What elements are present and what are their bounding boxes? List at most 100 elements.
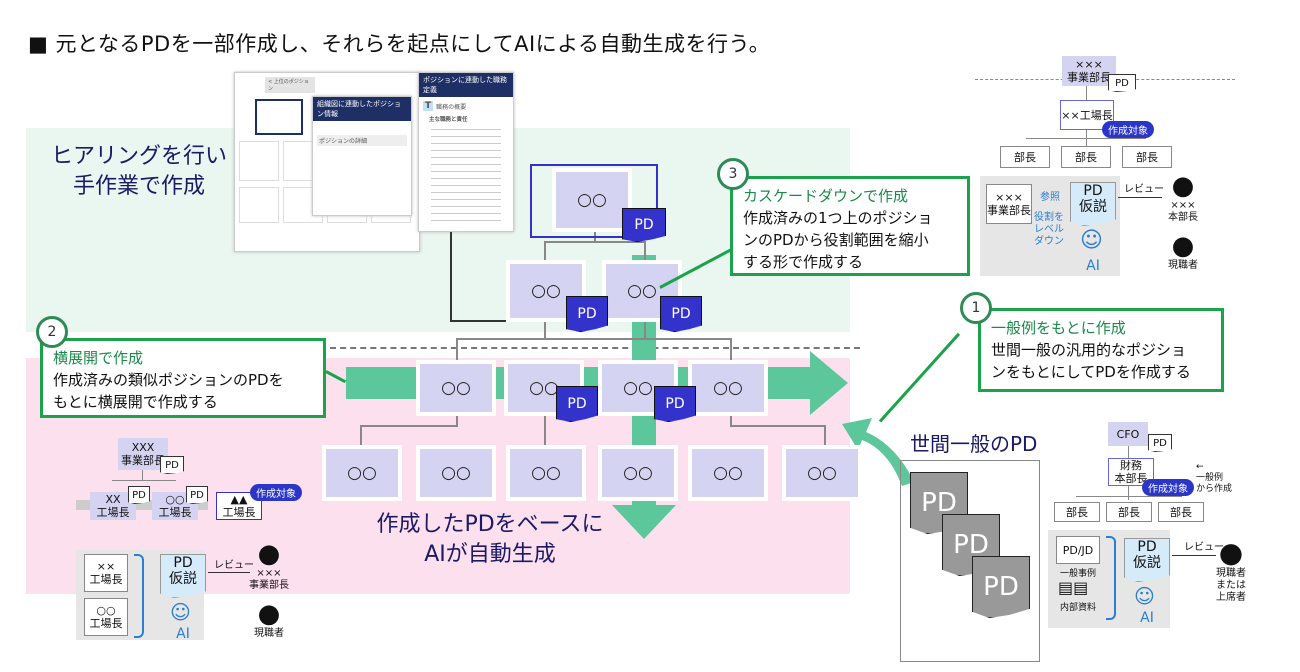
- org-node-level4: ○○: [688, 445, 768, 501]
- text: 仮説: [1079, 199, 1107, 215]
- connector: [1128, 486, 1129, 500]
- text: 現職者: [1216, 568, 1246, 579]
- org-node-level4: ○○: [782, 445, 862, 501]
- connector: [112, 480, 176, 481]
- example-general-pd: PD: [1148, 434, 1172, 452]
- example-cascade-pd: PD: [1108, 74, 1136, 92]
- curved-arrow: [842, 418, 914, 486]
- text: 現職者: [1168, 260, 1198, 271]
- job-duties-heading: 主な職務と責任: [429, 117, 468, 123]
- position-card: [239, 187, 279, 223]
- text: XX: [105, 493, 121, 506]
- example-cascade-target: ××工場長: [1060, 100, 1114, 130]
- connector: [544, 318, 546, 340]
- general-pd-frame: [900, 460, 1040, 662]
- callout-cascade-body: 作成済みの1つ上のポジショ: [743, 209, 933, 227]
- pd-document: PD: [654, 386, 696, 422]
- org-node-top: ○○: [552, 168, 632, 232]
- page-title: ■ 元となるPDを一部作成し、それらを起点にしてAIによる自動生成を行う。: [28, 32, 771, 56]
- target-badge: 作成対象: [1102, 121, 1154, 138]
- text-icon: T: [423, 101, 434, 111]
- connector: [456, 338, 458, 362]
- callout-number-1: 1: [960, 292, 992, 324]
- example-horizontal-pd: PD: [160, 456, 184, 474]
- ai-label: AI: [1086, 258, 1100, 274]
- callout-horizontal-head: 横展開で作成: [53, 349, 144, 367]
- text: PD: [1083, 183, 1103, 199]
- general-arrow-layer: [842, 418, 914, 486]
- callout-general-body: 世間一般の汎用的なポジショ: [991, 341, 1187, 359]
- connector: [730, 412, 732, 426]
- ai-label: AI: [1140, 610, 1154, 626]
- review-label: レビュー: [214, 560, 254, 571]
- org-node-level4: ○○: [598, 445, 678, 501]
- example-cascade-child: 部長: [1122, 146, 1172, 168]
- text: 本部長: [1168, 212, 1198, 223]
- text: 工場長: [158, 506, 192, 519]
- manual-label-line1: ヒアリングを行い: [50, 144, 227, 169]
- example-general-child: 部長: [1054, 502, 1100, 522]
- general-pd-title: 世間一般のPD: [910, 432, 1038, 456]
- text: 上席者: [1216, 592, 1246, 603]
- text: ○○: [96, 604, 116, 617]
- connector: [360, 425, 362, 447]
- text: レベル: [1034, 224, 1064, 235]
- selected-position-card: [255, 99, 303, 135]
- review-arrow: [208, 572, 250, 573]
- person-icon: ●: [257, 599, 281, 629]
- connector: [644, 241, 646, 261]
- pd-hypothesis: PD 仮説: [160, 554, 206, 598]
- position-info-panel: 組織図に連動したポジション情報 ポジションの詳細: [312, 96, 412, 216]
- text: または: [1216, 580, 1246, 591]
- text: 本部長: [1114, 472, 1148, 485]
- example-horizontal-pd: PD: [128, 486, 150, 504]
- position-card: [239, 141, 279, 181]
- text: ▲▲: [230, 493, 248, 506]
- org-node-level3: ○○: [688, 360, 768, 416]
- example-horizontal-top: XXX 事業部長: [118, 438, 168, 470]
- callout-horizontal: 横展開で作成 作成済みの類似ポジションのPDを もとに横展開で作成する: [40, 338, 326, 418]
- zone-divider: [330, 347, 860, 349]
- connector: [544, 412, 546, 448]
- reviewer: ● 現職者 または 上席者: [1206, 538, 1256, 604]
- callout-number-3: 3: [717, 158, 749, 190]
- review-label: レビュー: [1124, 184, 1164, 195]
- text: ×××: [256, 568, 282, 579]
- example-horizontal-doc: ×× 工場長: [84, 554, 128, 592]
- ref-label: 参照: [1040, 192, 1060, 203]
- connector: [142, 470, 143, 480]
- connector: [730, 425, 826, 427]
- text: 事業部長: [987, 204, 1031, 217]
- text: から作成: [1196, 484, 1233, 494]
- job-definition-panel: ポジションに連動した職務定義 T 職務の概要 主な職務と責任: [418, 72, 514, 232]
- text: ○○: [165, 493, 185, 506]
- text: ダウン: [1034, 236, 1064, 247]
- connector: [544, 241, 646, 243]
- horizontal-mini-arrow: [76, 500, 208, 510]
- text: 役割を: [1034, 212, 1064, 223]
- general-pd-doc: PD: [910, 472, 968, 534]
- pd-document: PD: [660, 296, 702, 332]
- connector: [730, 338, 732, 362]
- stack-caption: 一般事例: [1059, 569, 1096, 579]
- example-cascade-source-doc: ××× 事業部長: [986, 184, 1032, 224]
- text: 事業部長: [249, 580, 289, 591]
- example-horizontal-pd: PD: [186, 486, 208, 504]
- text: 現職者: [254, 628, 284, 639]
- connector: [1086, 86, 1087, 100]
- document-icon: ▤▤: [1058, 578, 1089, 597]
- example-general-child: 部長: [1106, 502, 1152, 522]
- job-duties-text: [431, 126, 501, 226]
- text: 一般例: [1196, 473, 1224, 483]
- org-node-level4: ○○: [416, 445, 496, 501]
- callout-number-2: 2: [36, 316, 68, 348]
- example-cascade-top: ××× 事業部長: [1062, 56, 1116, 86]
- example-general-top: CFO: [1108, 422, 1148, 446]
- text: PD: [173, 555, 193, 571]
- auto-label-line1: 作成したPDをベースに: [376, 512, 604, 537]
- ai-brain-icon: ☺: [1134, 584, 1155, 608]
- text: 財務: [1120, 459, 1142, 472]
- text: 事業部長: [1067, 71, 1111, 84]
- org-node-level4: ○○: [506, 445, 586, 501]
- reviewer: ● ××× 本部長: [1160, 172, 1206, 224]
